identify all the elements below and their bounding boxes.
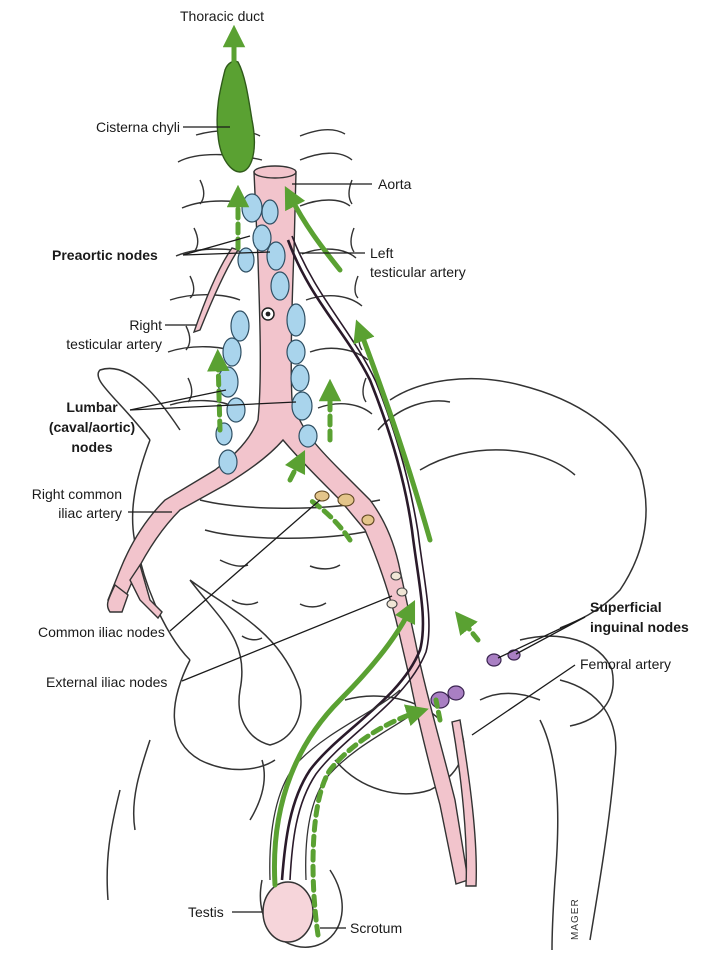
superficial-inguinal-nodes [431, 650, 520, 708]
label-aorta: Aorta [378, 176, 411, 193]
label-right-common-iliac-line1: Right common [0, 486, 122, 503]
label-femoral-artery: Femoral artery [580, 656, 671, 673]
label-external-iliac-nodes: External iliac nodes [46, 674, 167, 691]
label-scrotum: Scrotum [350, 920, 402, 937]
cisterna-chyli [217, 61, 254, 172]
label-lumbar-line1: Lumbar [44, 399, 140, 416]
label-left-testicular-artery-line2: testicular artery [370, 264, 466, 281]
artist-signature: MAGER [570, 898, 581, 940]
label-superficial-inguinal-line2: inguinal nodes [590, 619, 689, 636]
label-right-common-iliac-line2: iliac artery [0, 505, 122, 522]
label-right-testicular-artery-line1: Right [50, 317, 162, 334]
pelvis [98, 368, 646, 950]
label-lumbar-line3: nodes [44, 439, 140, 456]
label-right-testicular-artery-line2: testicular artery [50, 336, 162, 353]
label-cisterna-chyli: Cisterna chyli [70, 119, 180, 136]
label-testis: Testis [188, 904, 224, 921]
label-thoracic-duct: Thoracic duct [180, 8, 264, 25]
label-superficial-inguinal-line1: Superficial [590, 599, 662, 616]
label-lumbar-line2: (caval/aortic) [44, 419, 140, 436]
label-preaortic-nodes: Preaortic nodes [52, 247, 158, 264]
label-common-iliac-nodes: Common iliac nodes [38, 624, 165, 641]
testicular-vessels [282, 236, 429, 880]
testis [263, 882, 313, 942]
label-left-testicular-artery-line1: Left [370, 245, 393, 262]
